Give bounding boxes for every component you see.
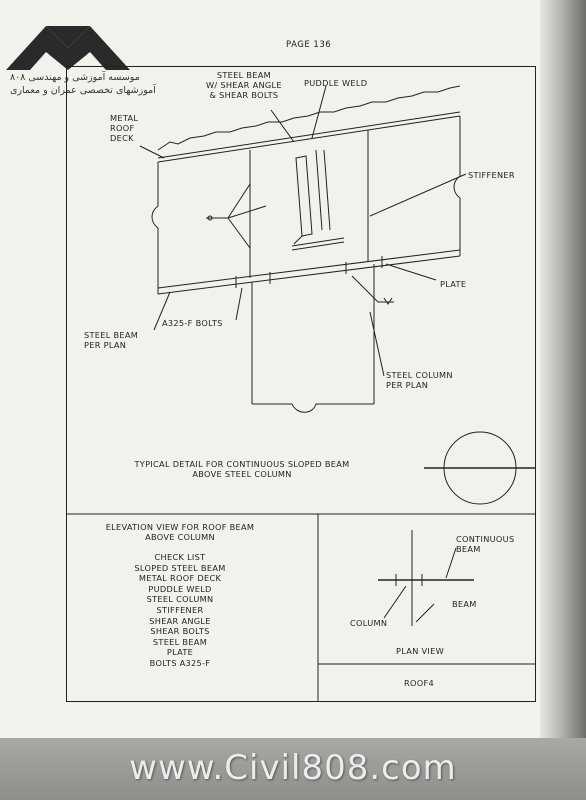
callout-line: STEEL COLUMN bbox=[386, 370, 453, 380]
callout-steel-beam-shear-angle: STEEL BEAM W/ SHEAR ANGLE & SHEAR BOLTS bbox=[206, 70, 282, 100]
plan-column-label: COLUMN bbox=[350, 618, 388, 628]
plan-beam-label: BEAM bbox=[452, 599, 477, 609]
plan-view-title: PLAN VIEW bbox=[396, 646, 444, 656]
plan-continuous-beam-label: CONTINUOUS BEAM bbox=[456, 534, 514, 554]
callout-steel-beam-per-plan: STEEL BEAM PER PLAN bbox=[84, 330, 138, 350]
institute-logo bbox=[6, 26, 130, 70]
page-edge-shadow bbox=[540, 0, 586, 800]
checklist-heading: CHECK LIST bbox=[154, 552, 206, 562]
checklist-item: SLOPED STEEL BEAM bbox=[134, 562, 226, 573]
checklist-item: METAL ROOF DECK bbox=[138, 573, 222, 584]
callout-line: & SHEAR BOLTS bbox=[209, 90, 279, 100]
checklist-item: STIFFENER bbox=[156, 604, 204, 615]
callout-line: PER PLAN bbox=[84, 340, 127, 350]
callout-plate: PLATE bbox=[440, 279, 467, 289]
title-line: ABOVE STEEL COLUMN bbox=[192, 469, 292, 479]
drawing-code: ROOF4 bbox=[404, 678, 434, 688]
callout-line: METAL bbox=[110, 113, 139, 123]
website-watermark: www.Civil808.com bbox=[129, 748, 457, 788]
logo-line-2: آموزشهای تخصصی عمران و معماری bbox=[10, 85, 156, 96]
callout-steel-column-per-plan: STEEL COLUMN PER PLAN bbox=[386, 370, 453, 390]
logo-line-1: موسسه آموزشی و مهندسی ۸۰۸ bbox=[10, 72, 140, 83]
title-line: TYPICAL DETAIL FOR CONTINUOUS SLOPED BEA… bbox=[134, 459, 350, 469]
title-line: ELEVATION VIEW FOR ROOF BEAM bbox=[105, 522, 255, 532]
elevation-title: ELEVATION VIEW FOR ROOF BEAM ABOVE COLUM… bbox=[80, 522, 280, 542]
callout-line: PER PLAN bbox=[386, 380, 429, 390]
checklist-item: PLATE bbox=[166, 647, 194, 658]
title-line: ABOVE COLUMN bbox=[145, 532, 215, 542]
callout-line: ROOF bbox=[110, 123, 135, 133]
checklist-item: SHEAR BOLTS bbox=[150, 626, 210, 637]
callout-line: DECK bbox=[110, 133, 134, 143]
drawing-frame bbox=[66, 66, 536, 702]
detail-title: TYPICAL DETAIL FOR CONTINUOUS SLOPED BEA… bbox=[100, 459, 384, 479]
checklist-item: STEEL COLUMN bbox=[146, 594, 214, 605]
checklist-item: BOLTS A325-F bbox=[149, 657, 211, 668]
checklist-item: PUDDLE WELD bbox=[148, 583, 212, 594]
detail-drawing bbox=[66, 85, 536, 702]
label-line: BEAM bbox=[456, 544, 481, 554]
callout-metal-roof-deck: METAL ROOF DECK bbox=[110, 113, 138, 143]
label-line: CONTINUOUS bbox=[456, 534, 515, 544]
footer-band bbox=[0, 738, 586, 800]
page-number: PAGE 136 bbox=[286, 40, 332, 50]
callout-line: STEEL BEAM bbox=[216, 70, 272, 80]
callout-stiffener: STIFFENER bbox=[468, 170, 515, 180]
checklist-item: SHEAR ANGLE bbox=[149, 615, 211, 626]
callout-line: W/ SHEAR ANGLE bbox=[206, 80, 282, 90]
checklist-item: STEEL BEAM bbox=[152, 636, 208, 647]
callout-a325-bolts: A325-F BOLTS bbox=[162, 318, 223, 328]
checklist: CHECK LIST SLOPED STEEL BEAM METAL ROOF … bbox=[100, 552, 260, 669]
callout-puddle-weld: PUDDLE WELD bbox=[304, 78, 368, 88]
callout-line: STEEL BEAM bbox=[84, 330, 139, 340]
